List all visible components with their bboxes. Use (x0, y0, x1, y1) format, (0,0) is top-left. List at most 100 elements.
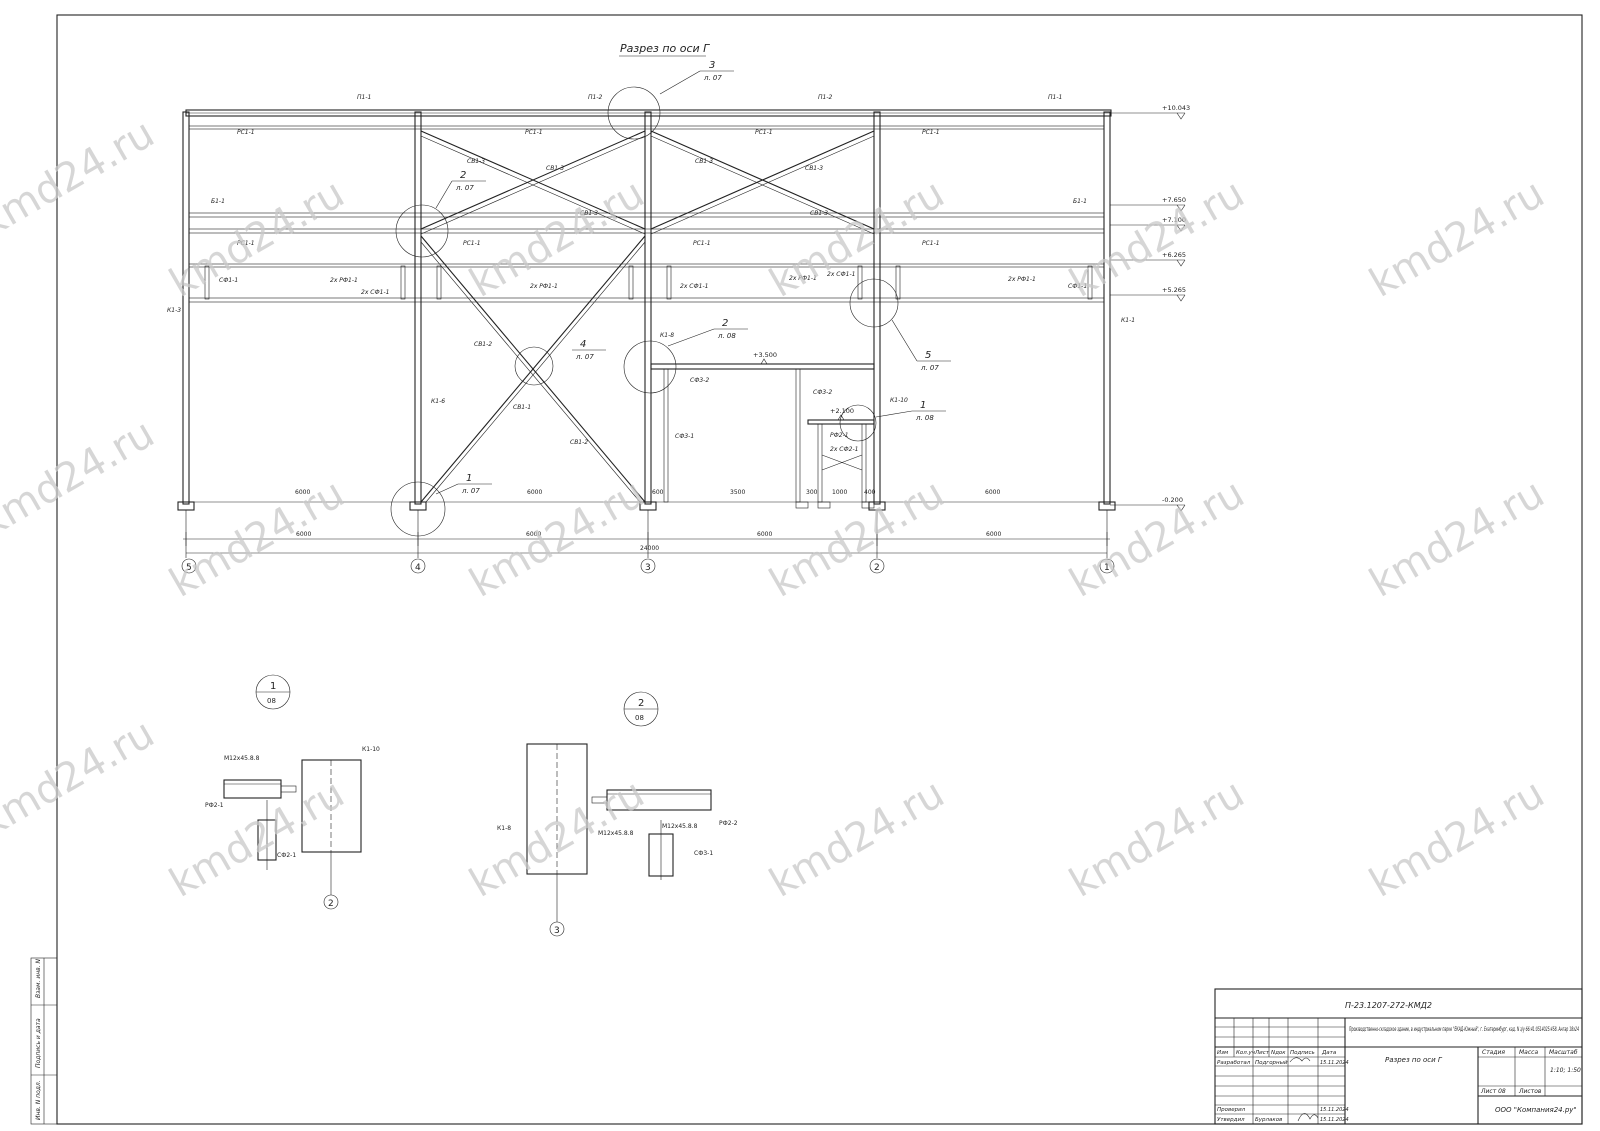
label-rf-4: 2х РФ1-1 (1008, 276, 1036, 283)
dim-span-2: 6000 (757, 531, 772, 538)
watermark: kmd24.ru (1362, 470, 1552, 606)
label-k6: К1-6 (431, 398, 445, 405)
column-axis-4 (414, 111, 422, 505)
detail-2-sheet: 08 (635, 714, 644, 722)
label-sv3-6: СВ1-3 (810, 210, 828, 217)
watermark: kmd24.ru (162, 470, 352, 606)
label-sf3-1: СФ3-1 (675, 433, 694, 440)
label-rs-1: РС1-1 (237, 129, 255, 136)
detail-2-rf: РФ2-2 (719, 820, 738, 827)
label-rs-2: РС1-1 (525, 129, 543, 136)
axis-4: 4 (415, 563, 421, 573)
level-2100: +2.100 (830, 407, 854, 415)
tb-project: Производственно-складское здание, в инду… (1349, 1026, 1579, 1033)
tb-code: П-23.1207-272-КМД2 (1345, 1001, 1432, 1010)
label-b-2: Б1-1 (1073, 198, 1087, 205)
tb-scale-h: Масштаб (1549, 1049, 1578, 1056)
tb-date-0: 15.11.2024 (1320, 1060, 1349, 1066)
axis-bubbles: 5 4 3 2 1 (181, 510, 1115, 574)
tb-sheet-title: Разрез по оси Г (1385, 1056, 1443, 1064)
dim-bottom-1: 6000 (527, 489, 542, 496)
side-stamp-2: Подпись и дата (35, 1018, 42, 1068)
drawing-frame (56, 14, 1583, 1125)
detail-2: 2 08 3 К1-8 РФ2-2 СФ3-1 М12х45.8.8 М12х4… (497, 691, 738, 937)
label-p1-2-b: П1-2 (818, 94, 832, 101)
detail-1: 1 08 2 М12х45.8.8 РФ2-1 СФ2-1 К1-10 (205, 674, 380, 910)
tb-name-2: Бурлаков (1255, 1117, 1282, 1123)
label-rf-1: 2х РФ1-1 (330, 277, 358, 284)
tb-h-ndok: Nдок (1271, 1050, 1286, 1056)
tb-sheets: Листов (1518, 1088, 1542, 1095)
level-6265: +6.265 (1162, 251, 1186, 259)
label-sf-3: 2х СФ1-1 (680, 283, 708, 290)
dim-span-0: 6000 (296, 531, 311, 538)
callout-1b-sheet: л. 08 (915, 414, 934, 422)
level-7650: +7.650 (1162, 196, 1186, 204)
side-stamp-3: Инв. N подл. (35, 1080, 42, 1120)
tb-sheet-no: Лист 08 (1480, 1088, 1506, 1095)
label-rs-8: РС1-1 (922, 240, 940, 247)
dim-bottom-7: 6000 (985, 489, 1000, 496)
label-rs-3: РС1-1 (755, 129, 773, 136)
watermark: kmd24.ru (162, 770, 352, 906)
column-axis-3 (644, 111, 652, 505)
callout-5-num: 5 (925, 350, 931, 361)
label-sf2: 2х СФ2-1 (830, 446, 858, 453)
detail-1-sf: СФ2-1 (277, 852, 296, 859)
label-sv3-3: СВ1-3 (695, 158, 713, 165)
label-sf-4: 2х СФ1-1 (827, 271, 855, 278)
watermark: kmd24.ru (0, 410, 162, 546)
lower-bracing (420, 235, 646, 503)
column-axis-5 (182, 111, 190, 505)
callout-2b-sheet: л. 08 (717, 332, 736, 340)
detail-2-sf: СФ3-1 (694, 850, 713, 857)
side-stamp: Взам. инв. N Подпись и дата Инв. N подл. (30, 957, 58, 1125)
label-sv3-2: СВ1-3 (546, 165, 564, 172)
watermark: kmd24.ru (462, 470, 652, 606)
tb-role-0: Разработал (1217, 1060, 1251, 1066)
dim-bottom-3: 3500 (730, 489, 745, 496)
callout-3-sheet: л. 07 (703, 74, 722, 82)
label-p1-1-b: П1-1 (1048, 94, 1062, 101)
tb-mass-h: Масса (1519, 1049, 1538, 1056)
tb-h-izm: Изм (1217, 1050, 1228, 1056)
label-sf-5: СФ1-1 (1068, 283, 1087, 290)
label-sv1-1: СВ1-1 (513, 404, 531, 411)
label-k10: К1-10 (890, 397, 908, 404)
detail-1-sheet: 08 (267, 697, 276, 705)
tb-stage-h: Стадия (1482, 1049, 1505, 1056)
watermark: kmd24.ru (1062, 170, 1252, 306)
signature-mark (1297, 1113, 1319, 1122)
callout-2-num: 2 (460, 170, 466, 181)
axis-5: 5 (186, 563, 192, 573)
label-b-1: Б1-1 (211, 198, 225, 205)
tb-scale: 1:10; 1:50 (1550, 1067, 1581, 1074)
callouts: 3 л. 07 2 л. 07 4 л. 07 2 л. 08 5 л. 07 … (435, 60, 951, 495)
signature-mark-2 (1289, 1057, 1311, 1063)
title-block: П-23.1207-272-КМД2 Производственно-склад… (1214, 988, 1583, 1125)
label-rf21: РФ2-1 (830, 432, 849, 439)
tb-h-podpis: Подпись (1290, 1050, 1315, 1056)
label-sv3-1: СВ1-3 (467, 158, 485, 165)
detail-2-bolt-b: М12х45.8.8 (662, 823, 698, 830)
dim-bottom-0: 6000 (295, 489, 310, 496)
watermark: kmd24.ru (0, 710, 162, 846)
detail-1-k: К1-10 (362, 746, 380, 753)
label-k8: К1-8 (660, 332, 674, 339)
label-p1-2-a: П1-2 (588, 94, 602, 101)
detail-2-k: К1-8 (497, 825, 511, 832)
dim-bottom-6: 400 (864, 489, 876, 496)
label-sv2-1: СВ1-2 (474, 341, 492, 348)
callout-4-num: 4 (580, 339, 586, 350)
level-minus-0200: -0.200 (1162, 496, 1183, 504)
level-7100: +7.100 (1162, 216, 1186, 224)
watermark: kmd24.ru (762, 770, 952, 906)
dim-span-3: 6000 (986, 531, 1001, 538)
watermark: kmd24.ru (1362, 170, 1552, 306)
watermarks: kmd24.ru kmd24.ru kmd24.ru kmd24.ru kmd2… (0, 110, 1552, 906)
level-10043: +10.043 (1162, 104, 1190, 112)
dim-span-1: 6000 (526, 531, 541, 538)
tb-date-1: 15.11.2024 (1320, 1107, 1349, 1113)
watermark: kmd24.ru (0, 110, 162, 246)
level-3500: +3.500 (753, 351, 777, 359)
